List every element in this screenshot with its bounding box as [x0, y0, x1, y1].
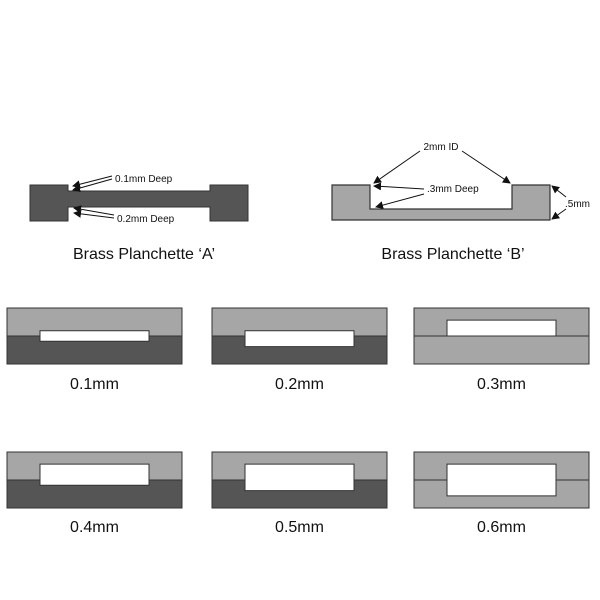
combination-label: 0.4mm [70, 519, 119, 536]
planchette-a-body [29, 184, 249, 222]
combination-top-piece [211, 451, 388, 481]
planchette-b-diagram: 2mm ID .3mm Deep .5mm Brass Planchette ‘… [331, 142, 590, 263]
planchette-a-diagram: 0.1mm Deep 0.2mm Deep Brass Planchette ‘… [29, 174, 249, 263]
planchette-a-arrow-bottom-2 [73, 209, 115, 219]
planchette-b-note-depth: .3mm Deep [427, 184, 479, 195]
combination-bottom-piece [413, 335, 590, 365]
combination-top-piece [211, 307, 388, 337]
planchette-b-note-id: 2mm ID [424, 142, 459, 153]
combination-top-piece [413, 451, 590, 481]
planchette-a-arrow-bottom-1 [73, 205, 115, 216]
planchette-a-arrow-top-2 [72, 178, 113, 192]
combination-top-piece [413, 307, 590, 337]
combination-label: 0.2mm [275, 376, 324, 393]
planchette-b-arrow-depth-2 [375, 193, 425, 210]
planchette-a-note-bottom: 0.2mm Deep [117, 214, 175, 225]
combination-3: 0.3mm [413, 307, 590, 393]
combination-top-piece [6, 307, 183, 337]
combination-2: 0.2mm [211, 307, 388, 393]
combination-label: 0.3mm [477, 376, 526, 393]
planchette-a-caption: Brass Planchette ‘A’ [73, 246, 215, 263]
combination-label: 0.1mm [70, 376, 119, 393]
combination-bottom-piece [413, 479, 590, 509]
planchette-b-caption: Brass Planchette ‘B’ [381, 246, 524, 263]
combination-top-piece [6, 451, 183, 481]
combination-4: 0.4mm [6, 451, 183, 536]
planchette-b-arrow-thickness-top [551, 185, 567, 198]
planchette-b-arrow-depth-1 [373, 182, 425, 191]
planchette-b-body [331, 184, 551, 221]
combination-bottom-piece [211, 479, 388, 509]
combination-5: 0.5mm [211, 451, 388, 536]
combination-1: 0.1mm [6, 307, 183, 393]
combination-bottom-piece [211, 335, 388, 365]
combination-bottom-piece [6, 479, 183, 509]
combination-grid: 0.1mm 0.2mm 0.3mm 0.4mm 0.5mm 0.6mm [6, 307, 590, 536]
combination-6: 0.6mm [413, 451, 590, 536]
planchette-b-arrow-thickness-bottom [551, 208, 567, 220]
combination-label: 0.5mm [275, 519, 324, 536]
planchette-a-note-top: 0.1mm Deep [115, 174, 173, 185]
combination-bottom-piece [6, 335, 183, 365]
planchette-b-arrow-id-left [373, 150, 421, 184]
combination-label: 0.6mm [477, 519, 526, 536]
planchette-b-note-thickness: .5mm [565, 199, 590, 210]
planchette-b-arrow-id-right [461, 150, 511, 184]
